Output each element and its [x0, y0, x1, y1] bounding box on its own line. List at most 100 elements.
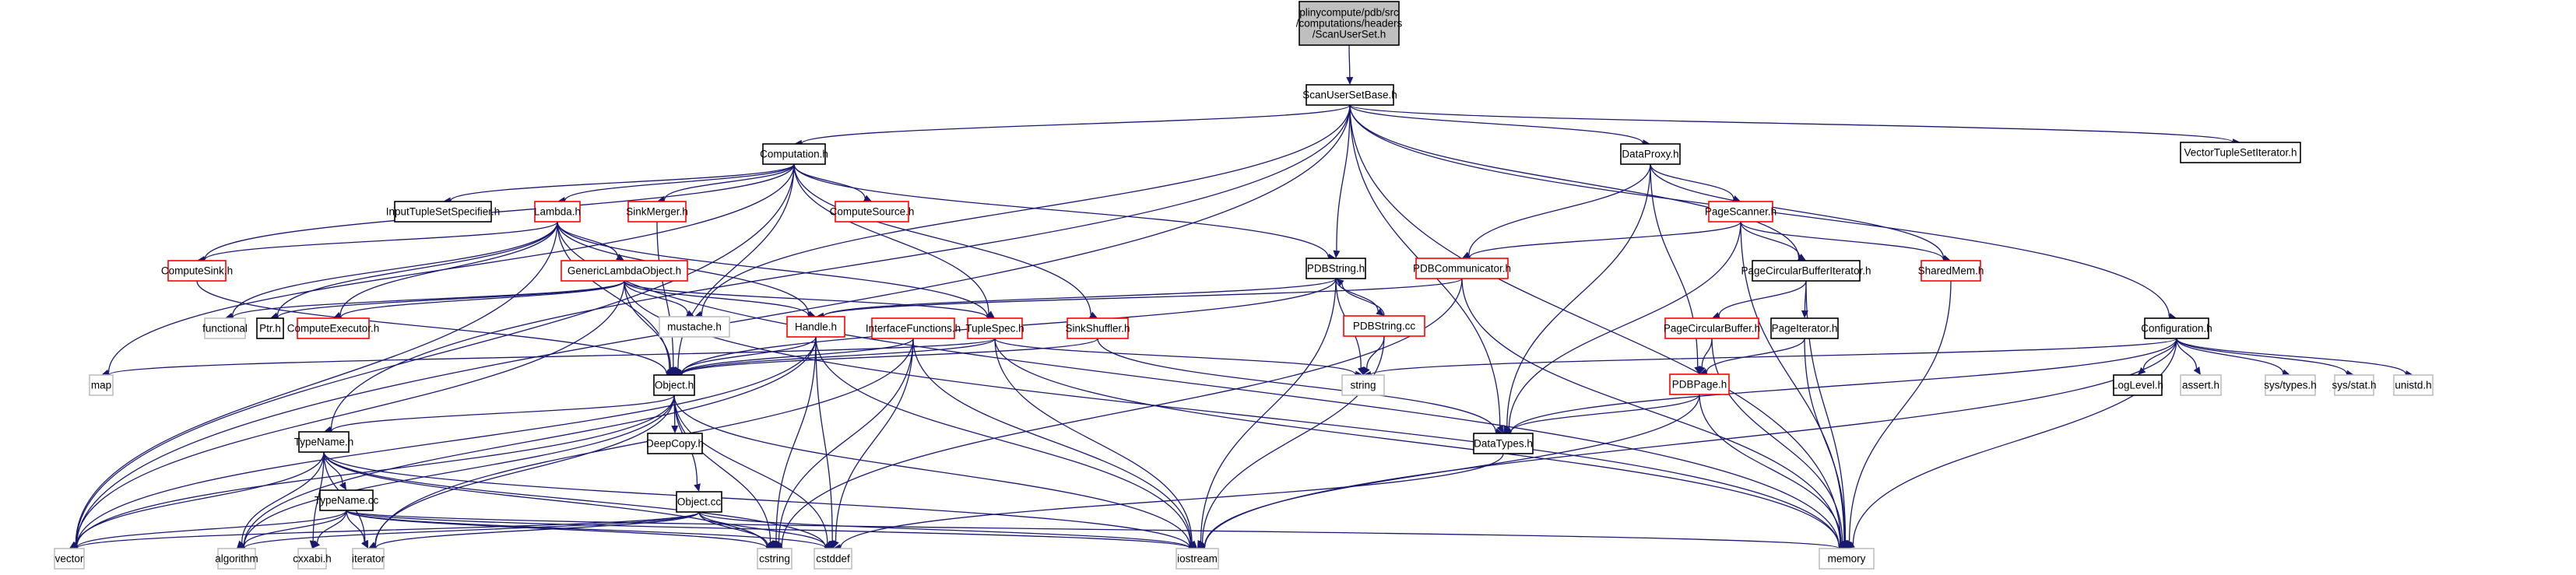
node-box — [647, 433, 703, 454]
node-vectortuplesetiterator[interactable]: VectorTupleSetIterator.h — [2180, 142, 2301, 163]
node-pagecircularbufferiterator[interactable]: PageCircularBufferIterator.h — [1741, 260, 1871, 282]
node-lambda[interactable]: Lambda.h — [534, 201, 581, 223]
edge-pdbstringcc-to-iostream — [1201, 335, 1385, 543]
node-root[interactable]: plinycompute/pdb/src/computations/header… — [1296, 1, 1403, 46]
node-typename[interactable]: TypeName.h — [294, 431, 354, 453]
node-label: TypeName.cc — [315, 495, 379, 507]
node-computesource[interactable]: ComputeSource.h — [830, 201, 915, 223]
edge-scanusersetbase-to-dataproxy — [1349, 104, 1643, 144]
node-string: string — [1341, 374, 1385, 396]
node-handle[interactable]: Handle.h — [786, 316, 845, 338]
node-label: vector — [55, 553, 84, 565]
edge-interfacefunctions-to-iterator — [374, 338, 914, 546]
node-ptr[interactable]: Ptr.h — [256, 317, 284, 339]
node-pagescanner[interactable]: PageScanner.h — [1705, 201, 1776, 223]
node-deepcopy[interactable]: DeepCopy.h — [646, 433, 704, 454]
arrowhead-pageiterator-to-pdbpage — [1699, 368, 1708, 376]
node-loglevel[interactable]: LogLevel.h — [2112, 374, 2163, 396]
node-computesink[interactable]: ComputeSink.h — [161, 260, 233, 282]
edge-lambda-to-tuplespec — [557, 221, 988, 317]
node-dataproxy[interactable]: DataProxy.h — [1620, 143, 1681, 165]
arrowhead-scanusersetbase-to-datatypes — [1496, 425, 1503, 433]
node-sinkmerger[interactable]: SinkMerger.h — [626, 201, 688, 223]
edge-root-to-scanusersetbase — [1348, 44, 1351, 78]
edge-genericlambdaobject-to-vector — [76, 280, 625, 545]
node-box — [2144, 317, 2209, 339]
node-label: ComputeSink.h — [161, 265, 233, 277]
node-box — [2180, 142, 2301, 163]
node-assert: assert.h — [2180, 374, 2222, 396]
node-pdbstringcc[interactable]: PDBString.cc — [1343, 315, 1425, 337]
node-inputtuplesetspecifier[interactable]: InputTupleSetSpecifier.h — [386, 201, 501, 223]
arrowhead-sinkmerger-to-object — [669, 366, 677, 375]
node-pagecircularbuffer[interactable]: PageCircularBuffer.h — [1664, 317, 1760, 339]
edge-pdbcommunicator-to-memory — [1461, 278, 1841, 545]
node-object[interactable]: Object.h — [653, 374, 695, 396]
node-label: SinkMerger.h — [626, 206, 688, 218]
edge-typenamecc-to-iterator — [346, 510, 365, 542]
edge-computation-to-computesink — [204, 163, 795, 260]
node-label: cstring — [759, 553, 790, 565]
node-pageiterator[interactable]: PageIterator.h — [1770, 317, 1839, 339]
node-pdbstring[interactable]: PDBString.h — [1306, 258, 1366, 279]
edge-interfacefunctions-to-cstring — [778, 338, 914, 542]
node-label: TupleSpec.h — [965, 323, 1024, 335]
node-scanusersetbase[interactable]: ScanUserSetBase.h — [1302, 84, 1397, 106]
node-pdbpage[interactable]: PDBPage.h — [1669, 373, 1730, 395]
node-pdbcommunicator[interactable]: PDBCommunicator.h — [1413, 258, 1511, 279]
edge-pdbcommunicator-to-handle — [823, 278, 1463, 317]
node-label: cxxabi.h — [293, 553, 332, 565]
node-configuration[interactable]: Configuration.h — [2141, 317, 2212, 339]
node-box — [2265, 374, 2316, 396]
node-label: PDBPage.h — [1672, 379, 1727, 391]
node-label: PageScanner.h — [1705, 206, 1776, 218]
node-sharedmem[interactable]: SharedMem.h — [1918, 260, 1984, 282]
edge-tuplespec-to-string — [994, 338, 1356, 375]
edge-scanusersetbase-to-vectortuplesetiterator — [1349, 104, 2233, 143]
node-box — [2113, 374, 2163, 396]
node-box — [297, 548, 327, 570]
arrowhead-configuration-to-assert — [2193, 366, 2201, 375]
edge-pdbstring-to-pdbstringcc — [1335, 278, 1379, 311]
node-sinkshuffler[interactable]: SinkShuffler.h — [1065, 317, 1130, 339]
edge-typename-to-cstddef — [323, 451, 826, 548]
edge-scanusersetbase-to-typename — [330, 104, 1351, 429]
edge-sinkshuffler-to-object — [681, 338, 1098, 375]
edge-lambda-to-functional — [231, 221, 558, 317]
node-label: InterfaceFunctions.h — [866, 323, 961, 335]
node-map: map — [89, 374, 114, 396]
arrowhead-typename-to-algorithm — [237, 540, 245, 549]
node-typenamecc[interactable]: TypeName.cc — [315, 489, 379, 511]
edge-lambda-to-vector — [75, 221, 558, 545]
arrowhead-pagecircularbufferiterator-to-pagecircularbuffer — [1712, 312, 1720, 319]
node-interfacefunctions[interactable]: InterfaceFunctions.h — [866, 317, 961, 339]
node-label: Handle.h — [795, 321, 837, 333]
arrowhead-object-to-cstddef — [824, 540, 833, 549]
node-box — [561, 260, 688, 282]
edge-objectcc-to-algorithm — [244, 511, 700, 549]
arrowhead-root-to-scanusersetbase — [1346, 76, 1354, 85]
node-computeexecutor[interactable]: ComputeExecutor.h — [287, 317, 380, 339]
edge-typename-to-iostream — [323, 451, 1190, 549]
node-unistd: unistd.h — [2393, 374, 2434, 396]
node-label: Ptr.h — [259, 323, 281, 335]
node-label: functional — [202, 323, 248, 335]
node-genericlambdaobject[interactable]: GenericLambdaObject.h — [561, 260, 688, 282]
node-box — [814, 548, 852, 570]
arrowhead-interfacefunctions-to-cstddef — [832, 540, 839, 549]
node-box — [1473, 433, 1534, 454]
node-box — [1415, 258, 1509, 279]
node-box — [676, 491, 722, 513]
node-label: TypeName.h — [294, 437, 354, 448]
node-box — [204, 317, 246, 339]
node-box — [394, 201, 492, 223]
node-label: PageIterator.h — [1772, 323, 1838, 335]
node-computation[interactable]: Computation.h — [760, 143, 828, 165]
edge-computation-to-object — [677, 163, 795, 369]
node-tuplespec[interactable]: TupleSpec.h — [965, 317, 1024, 339]
edge-lambda-to-memory — [557, 221, 1840, 547]
node-objectcc[interactable]: Object.cc — [676, 491, 722, 513]
node-datatypes[interactable]: DataTypes.h — [1473, 433, 1534, 454]
arrowhead-computation-to-sinkshuffler — [1089, 311, 1098, 318]
edge-genericlambdaobject-to-mustache — [624, 280, 688, 314]
